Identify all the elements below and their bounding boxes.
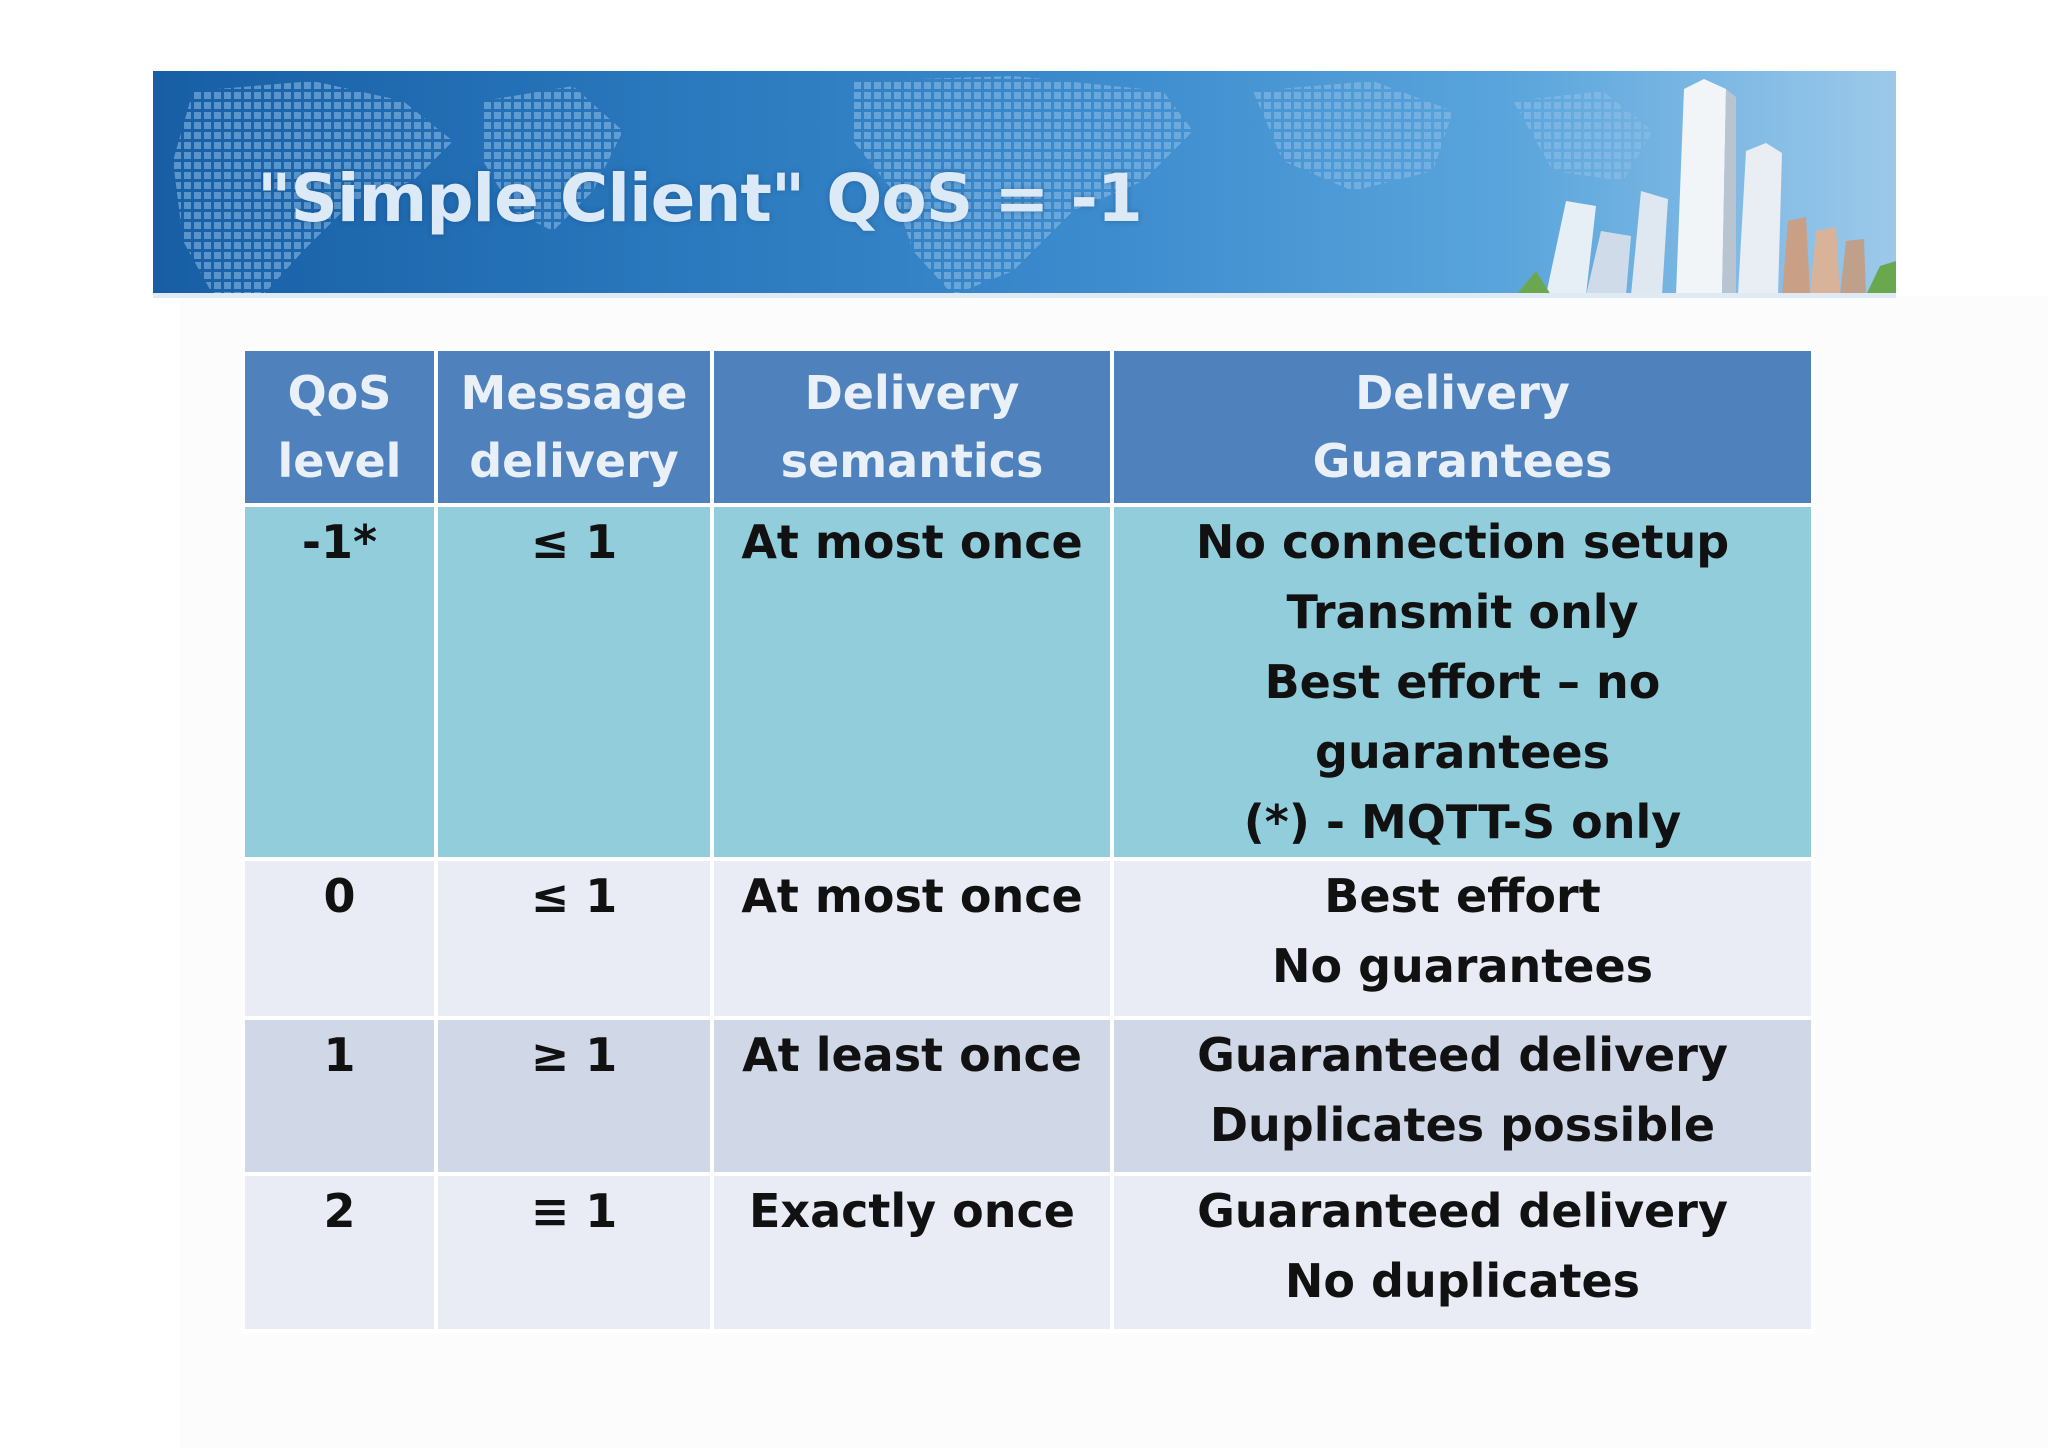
cell-message-delivery: ≤ 1 [438, 507, 710, 857]
header-line: Guarantees [1312, 434, 1613, 488]
cell-qos-level: 1 [245, 1020, 434, 1172]
guarantee-line: Guaranteed delivery [1197, 1028, 1728, 1082]
cell-delivery-guarantees: Guaranteed delivery No duplicates [1114, 1176, 1811, 1329]
guarantee-line: No duplicates [1284, 1254, 1641, 1308]
table-row: 2 ≡ 1 Exactly once Guaranteed delivery N… [245, 1176, 1811, 1329]
qos-table: QoS level Message delivery Delivery sema… [241, 347, 1815, 1333]
banner-divider [153, 293, 1896, 298]
guarantee-line: Duplicates possible [1209, 1098, 1716, 1152]
header-line: semantics [780, 434, 1044, 488]
guarantee-line: Best effort – no guarantees [1264, 655, 1661, 779]
cell-delivery-guarantees: No connection setup Transmit only Best e… [1114, 507, 1811, 857]
guarantee-line: (*) - MQTT-S only [1243, 795, 1682, 849]
guarantee-line: Guaranteed delivery [1197, 1184, 1728, 1238]
cell-qos-level: 0 [245, 861, 434, 1016]
header-line: QoS [287, 366, 392, 420]
header-delivery-semantics: Delivery semantics [714, 351, 1110, 503]
header-banner [153, 71, 1896, 295]
guarantee-line: No connection setup [1195, 515, 1730, 569]
cell-delivery-guarantees: Guaranteed delivery Duplicates possible [1114, 1020, 1811, 1172]
table-header-row: QoS level Message delivery Delivery sema… [245, 351, 1811, 503]
table-row: -1* ≤ 1 At most once No connection setup… [245, 507, 1811, 857]
cell-delivery-semantics: Exactly once [714, 1176, 1110, 1329]
guarantee-line: Best effort [1324, 869, 1601, 923]
header-line: Delivery [804, 366, 1020, 420]
cell-delivery-semantics: At most once [714, 507, 1110, 857]
header-line: Delivery [1355, 366, 1570, 420]
header-line: Message [460, 366, 688, 420]
cell-message-delivery: ≤ 1 [438, 861, 710, 1016]
cell-delivery-guarantees: Best effort No guarantees [1114, 861, 1811, 1016]
header-qos-level: QoS level [245, 351, 434, 503]
header-line: level [277, 434, 402, 488]
header-message-delivery: Message delivery [438, 351, 710, 503]
table-row: 1 ≥ 1 At least once Guaranteed delivery … [245, 1020, 1811, 1172]
header-delivery-guarantees: Delivery Guarantees [1114, 351, 1811, 503]
cell-message-delivery: ≡ 1 [438, 1176, 710, 1329]
header-line: delivery [469, 434, 679, 488]
cell-qos-level: 2 [245, 1176, 434, 1329]
cell-qos-level: -1* [245, 507, 434, 857]
world-map-graphic [173, 76, 1653, 295]
cell-delivery-semantics: At most once [714, 861, 1110, 1016]
cell-message-delivery: ≥ 1 [438, 1020, 710, 1172]
skyscrapers-graphic [1516, 79, 1896, 295]
slide-title: "Simple Client" QoS = -1 [257, 160, 1143, 237]
cell-delivery-semantics: At least once [714, 1020, 1110, 1172]
guarantee-line: Transmit only [1286, 585, 1639, 639]
guarantee-line: No guarantees [1271, 939, 1654, 993]
table-row: 0 ≤ 1 At most once Best effort No guaran… [245, 861, 1811, 1016]
